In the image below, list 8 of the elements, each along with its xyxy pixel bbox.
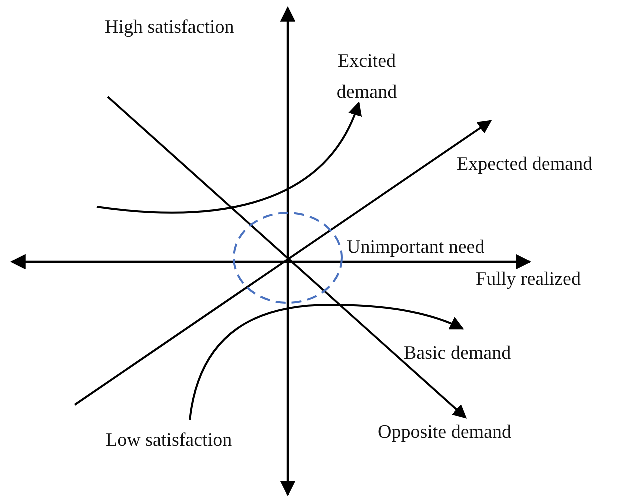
axis-label: Low satisfaction — [106, 429, 232, 453]
curve-label: Excited demand — [336, 50, 398, 105]
curve-label: Opposite demand — [378, 421, 512, 445]
curve-label: Expected demand — [457, 153, 593, 177]
area-label: Unimportant need — [347, 236, 485, 260]
curve-label: Basic demand — [404, 342, 512, 366]
axis-label: High satisfaction — [105, 16, 234, 40]
axis-label: Fully realized — [476, 268, 581, 292]
